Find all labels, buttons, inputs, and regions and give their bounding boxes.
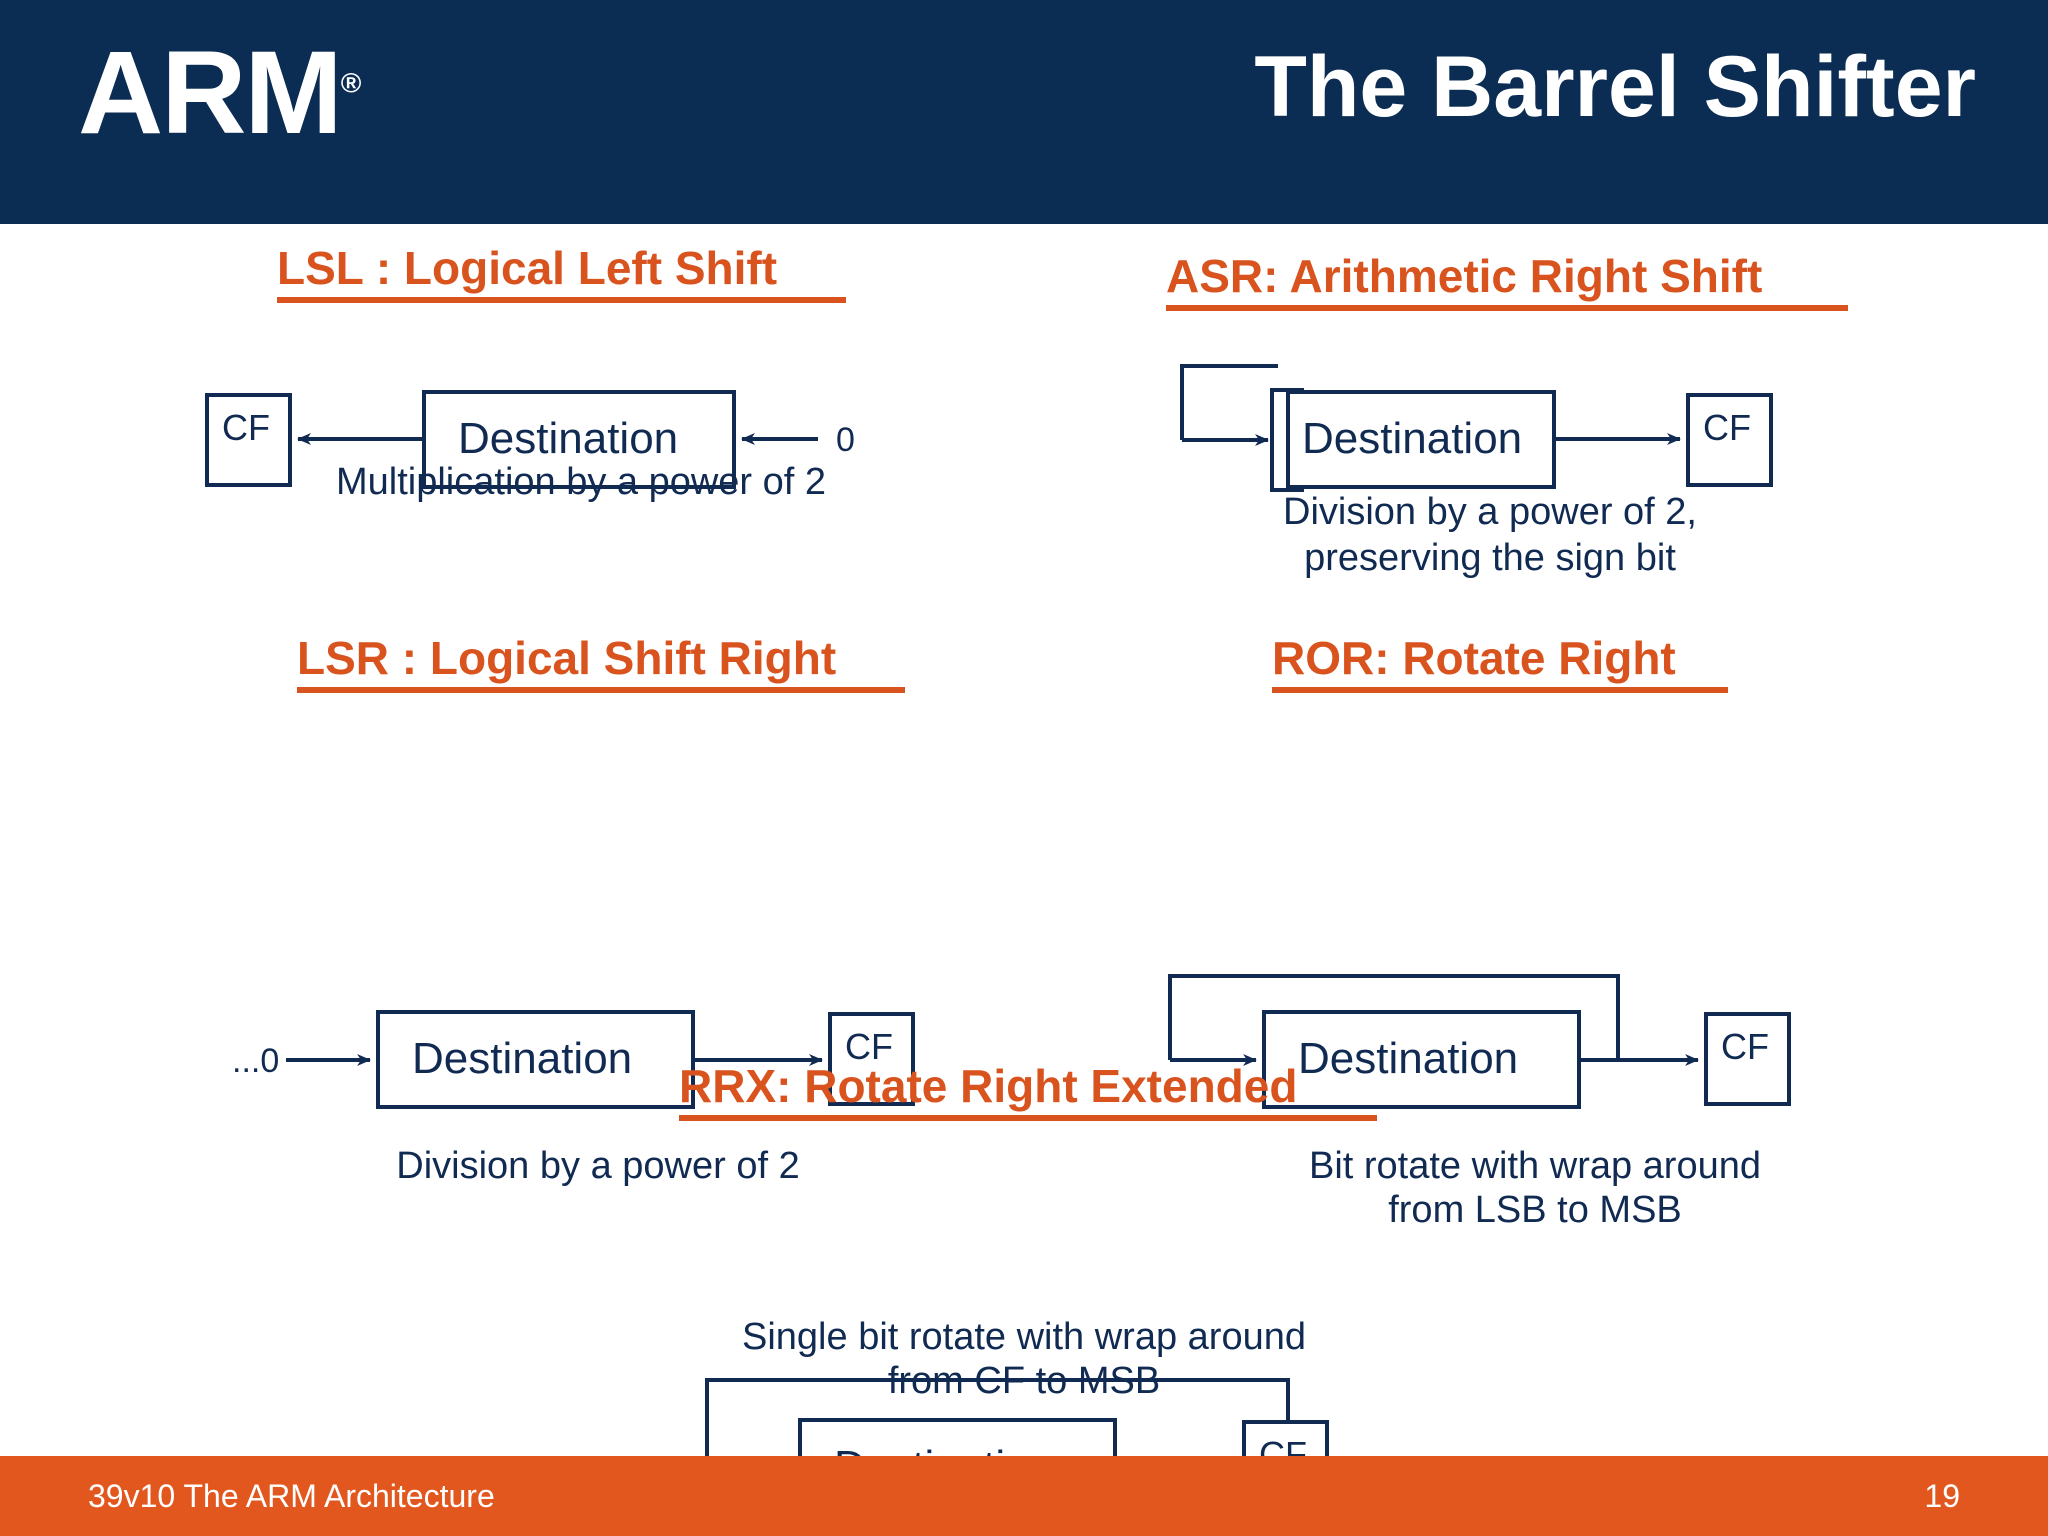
footer-page-number: 19 (1924, 1478, 1960, 1514)
destination-box-label-asr: Destination (1302, 414, 1522, 463)
destination-box-label-lsl: Destination (458, 414, 678, 463)
caption-line1-asr: Division by a power of 2, (1283, 491, 1697, 533)
caption-line2-asr: preserving the sign bit (1304, 537, 1676, 579)
diagram-lsl: LSL : Logical Left Shift CF Destination … (205, 242, 855, 503)
cf-box-lsr (828, 1012, 915, 1106)
caption-line2-rrx-text: from CF to MSB (887, 1359, 1161, 1402)
arm-logo: ARM® (78, 34, 361, 152)
destination-box-lsr (376, 1010, 695, 1109)
slide-header: ARM® The Barrel Shifter (0, 0, 2048, 224)
destination-box-lsl (422, 390, 736, 489)
section-title-lsl: LSL : Logical Left Shift (277, 242, 777, 294)
slide-footer: 39v10 The ARM Architecture 19 (0, 1456, 2048, 1536)
section-title-rrx: RRX: Rotate Right Extended (679, 1060, 1297, 1112)
diagram-ror: ROR: Rotate Right Destination CF Bit rot… (1168, 632, 1791, 1231)
diagram-rrx: RRX: Rotate Right Extended Destination C… (679, 1060, 1377, 1456)
slide-content: LSL : Logical Left Shift CF Destination … (0, 224, 2048, 1456)
cf-box-label-lsr: CF (845, 1026, 893, 1067)
section-title-lsr: LSR : Logical Shift Right (297, 632, 836, 684)
arm-logo-text: ARM (78, 27, 343, 159)
destination-box-label-ror: Destination (1298, 1034, 1518, 1083)
caption-rrx: Single bit rotate with wrap around from … (0, 1316, 2048, 1403)
caption-line1-ror: Bit rotate with wrap around (1309, 1145, 1761, 1187)
cf-box-ror (1704, 1012, 1791, 1106)
page-title: The Barrel Shifter (1254, 39, 1976, 135)
caption-lsr: Division by a power of 2 (396, 1145, 799, 1187)
section-title-ror: ROR: Rotate Right (1272, 632, 1676, 684)
diagram-asr: ASR: Arithmetic Right Shift Destination … (1166, 250, 1848, 579)
destination-box-label-rrx: Destination (834, 1442, 1054, 1456)
cf-box-label-rrx: CF (1259, 1434, 1307, 1456)
caption-line1-rrx-text: Single bit rotate with wrap around (742, 1316, 1306, 1358)
destination-box-rrx (798, 1418, 1117, 1456)
cf-box-label-ror: CF (1721, 1026, 1769, 1067)
input-bit-label-lsl: 0 (836, 421, 855, 459)
section-title-asr: ASR: Arithmetic Right Shift (1166, 250, 1762, 302)
barrel-shifter-diagrams: LSL : Logical Left Shift CF Destination … (205, 242, 1848, 1456)
cf-box-rrx (1242, 1420, 1329, 1456)
registered-trademark-icon: ® (340, 67, 362, 99)
destination-box-label-lsr: Destination (412, 1034, 632, 1083)
caption-lsl: Multiplication by a power of 2 (336, 461, 826, 503)
cf-box-asr (1686, 393, 1773, 487)
caption-line2-ror: from LSB to MSB (1388, 1189, 1682, 1231)
destination-box-ror (1262, 1010, 1581, 1109)
cf-box-label-asr: CF (1703, 407, 1751, 448)
wire-sign-loop-top-asr (1180, 364, 1278, 440)
cf-box-label-lsl: CF (222, 407, 270, 448)
footer-course-label: 39v10 The ARM Architecture (88, 1478, 495, 1514)
input-bit-label-lsr: ...0 (232, 1042, 279, 1080)
diagram-lsr: LSR : Logical Shift Right ...0 Destinati… (232, 632, 915, 1187)
cf-box-lsl (205, 393, 292, 487)
